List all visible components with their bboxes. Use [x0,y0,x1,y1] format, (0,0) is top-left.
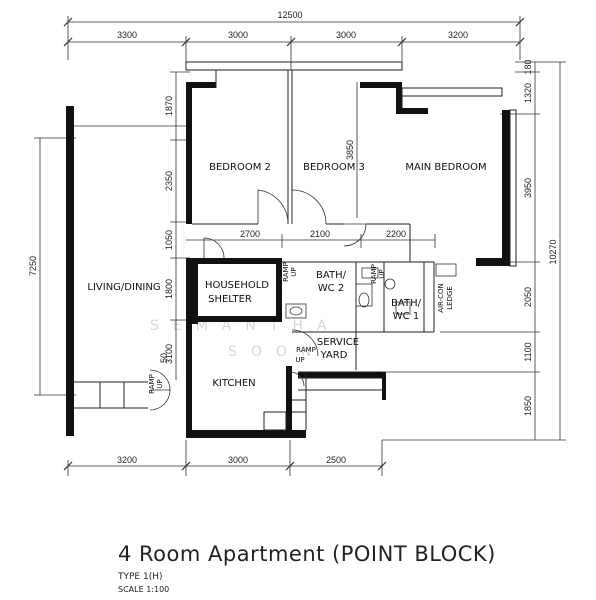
dim-entry: 50 [159,353,169,363]
dim-right-3: 3950 [523,178,533,198]
room-household-1: HOUSEHOLD [205,280,269,291]
aircon-1: AIR-CON [437,283,445,313]
dim-top-3: 3000 [336,30,356,40]
watermark-line2: SOON [228,344,326,360]
dim-bottom-3: 2500 [326,455,346,465]
dim-bottom-2: 3000 [228,455,248,465]
dim-left-1: 1870 [164,96,174,116]
dim-top-4: 3200 [448,30,468,40]
dim-bottom-1: 3200 [117,455,137,465]
ramp-1-up: UP [290,267,298,276]
small-labels: AIR-CON LEDGE RAMP UP RAMP UP RAMP UP RA… [148,262,454,394]
bath-fixtures [285,263,457,319]
dim-top-2: 3000 [228,30,248,40]
room-bath2-1: BATH/ [316,270,347,281]
dim-top-1: 3300 [117,30,137,40]
room-bath1-2: WC 1 [393,311,419,322]
dimension-ticks [63,17,525,471]
dim-right-4: 2050 [523,287,533,307]
walls [66,82,510,438]
dim-left-5: 3100 [164,344,174,364]
room-bath1-1: BATH/ [391,298,422,309]
dim-left-3: 1050 [164,230,174,250]
ramp-3-up: UP [295,356,304,364]
ramp-2-up: UP [378,269,386,278]
ramp-4-label: RAMP [148,374,156,394]
dim-row-1: 2700 [240,229,260,239]
room-living-dining: LIVING/DINING [87,282,160,293]
dimension-lines [34,16,566,476]
room-service-2: YARD [320,350,348,361]
room-bath2-2: WC 2 [318,283,344,294]
dim-bedroom3: 3850 [345,140,355,160]
dim-right-1: 180 [523,59,533,74]
room-labels: BEDROOM 2 BEDROOM 3 MAIN BEDROOM LIVING/… [87,162,486,389]
dim-left-2: 2350 [164,171,174,191]
plan-type: TYPE 1(H) [118,572,163,582]
dim-row-2: 2100 [310,229,330,239]
thin-walls [74,61,517,431]
dim-right-6: 1850 [523,396,533,416]
ramp-3-label: RAMP [296,346,316,354]
door-swings [149,189,367,411]
room-bedroom3: BEDROOM 3 [303,162,365,173]
ramp-1-label: RAMP [282,262,290,282]
room-service-1: SERVICE [317,337,359,348]
dim-right-2: 1320 [523,83,533,103]
dim-left-total: 7250 [28,256,38,276]
ramp-2-label: RAMP [370,264,378,284]
plan-title: 4 Room Apartment (POINT BLOCK) [118,542,496,566]
dim-top-total: 12500 [277,10,302,20]
room-kitchen: KITCHEN [212,378,255,389]
aircon-2: LEDGE [446,286,454,310]
dim-left-4: 1800 [164,279,174,299]
dimension-labels: 12500 3300 3000 3000 3200 3200 3000 2500… [28,10,558,465]
dim-right-5: 1100 [523,342,533,361]
room-bedroom2: BEDROOM 2 [209,162,271,173]
plan-scale: SCALE 1:100 [118,585,170,594]
room-main-bedroom: MAIN BEDROOM [405,162,486,173]
dim-row-3: 2200 [386,229,406,239]
room-household-2: SHELTER [208,294,252,305]
ramp-4-up: UP [156,379,164,388]
dim-right-total: 10270 [548,239,558,264]
